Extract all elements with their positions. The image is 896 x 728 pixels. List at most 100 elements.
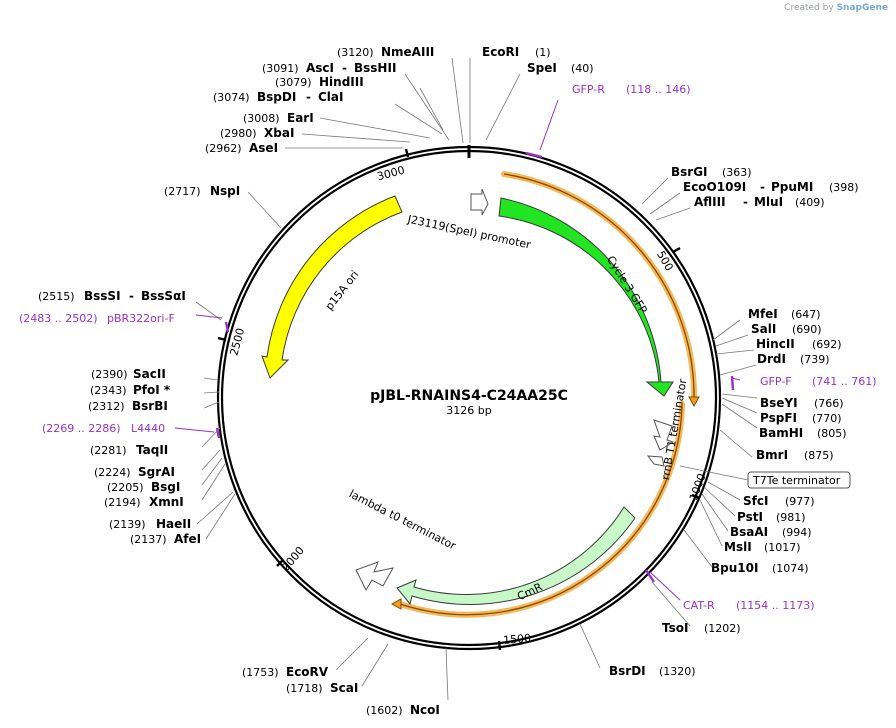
- site-taqii[interactable]: TaqII: [136, 443, 168, 457]
- site-xmni[interactable]: XmnI: [149, 495, 184, 509]
- site-ecori[interactable]: EcoRI: [482, 45, 519, 59]
- snapgene-logo: SnapGene: [836, 3, 888, 13]
- primer-gfp-r-range: (118 .. 146): [626, 83, 691, 96]
- site-sfci[interactable]: SfcI: [743, 494, 768, 508]
- site-bsgi[interactable]: BsgI: [151, 480, 180, 494]
- site-pos: (2139): [109, 518, 146, 531]
- promoter-arrow[interactable]: [470, 188, 489, 216]
- primer-gfp-r[interactable]: GFP-R: [572, 83, 605, 96]
- lambda-terminator-arrow[interactable]: [355, 561, 394, 592]
- site-asei[interactable]: AseI: [249, 141, 278, 155]
- plasmid-name: pJBL-RNAINS4-C24AA25C: [370, 388, 568, 404]
- site-pos: (3120): [337, 46, 374, 59]
- site-sgrai[interactable]: SgrAI: [138, 465, 175, 479]
- site-pos: (692): [812, 338, 842, 351]
- site-pos: (2224): [94, 466, 131, 479]
- site-bsssi[interactable]: BssSI: [84, 289, 121, 303]
- primer-marks: [215, 151, 735, 583]
- site-hincii[interactable]: HincII: [756, 337, 795, 351]
- site-bsrgi[interactable]: BsrGI: [671, 165, 708, 179]
- site-tsoi[interactable]: TsoI: [662, 621, 688, 635]
- site-pos: (2717): [164, 185, 201, 198]
- primer-gfp-f[interactable]: GFP-F: [760, 375, 792, 388]
- site-ecoo109i[interactable]: EcoO109I: [683, 180, 746, 194]
- gfp-orf-line: [503, 173, 695, 400]
- site-drdi[interactable]: DrdI: [757, 352, 786, 366]
- site-separator: -: [342, 61, 347, 75]
- site-pspfi[interactable]: PspFI: [760, 411, 797, 425]
- site-pos: (2515): [38, 290, 75, 303]
- t7te-terminator-arrow[interactable]: [646, 455, 665, 467]
- site-spei[interactable]: SpeI: [527, 61, 557, 75]
- site-sali[interactable]: SalI: [751, 322, 776, 336]
- site-mfei[interactable]: MfeI: [748, 307, 778, 321]
- site-pos: (739): [800, 353, 830, 366]
- site-sacii[interactable]: SacII: [133, 367, 166, 381]
- site-pos: (2312): [88, 400, 125, 413]
- site-pos: (2205): [107, 481, 144, 494]
- site-pos: (2194): [104, 496, 141, 509]
- site-pfoi[interactable]: PfoI *: [133, 383, 171, 397]
- site-bsrdi[interactable]: BsrDI: [609, 664, 646, 678]
- gfp-orf-arrowhead: [688, 396, 700, 408]
- rrnb-terminator-arrow[interactable]: [653, 419, 675, 451]
- site-nspi[interactable]: NspI: [210, 184, 240, 198]
- site-bsaai[interactable]: BsaAI: [730, 525, 768, 539]
- site-pos: (2137): [130, 533, 167, 546]
- cmr-feature-arrow[interactable]: [396, 506, 636, 606]
- site-ecorv[interactable]: EcoRV: [286, 665, 329, 679]
- tick-2500: [217, 336, 227, 342]
- site-haeii[interactable]: HaeII: [156, 517, 191, 531]
- site-afei[interactable]: AfeI: [174, 532, 201, 546]
- site-pos: (3091): [262, 62, 299, 75]
- site-scai[interactable]: ScaI: [330, 681, 358, 695]
- tick-3000: [404, 148, 410, 158]
- site-pos: (1202): [704, 622, 741, 635]
- site-pos: (409): [795, 196, 825, 209]
- site-pos: (690): [792, 323, 822, 336]
- site-bsssai[interactable]: BssSαI: [141, 289, 186, 303]
- site-pos: (363): [722, 166, 752, 179]
- site-pos: (1753): [242, 666, 279, 679]
- site-msli[interactable]: MslI: [724, 540, 752, 554]
- site-mlui[interactable]: MluI: [754, 195, 783, 209]
- primer-cat-r[interactable]: CAT-R: [683, 599, 715, 612]
- gfp-feature-label: Cycle 3 GFP: [604, 254, 650, 317]
- site-pos: (1602): [366, 704, 403, 717]
- site-psti[interactable]: PstI: [737, 510, 763, 524]
- p15a-ori-arrow[interactable]: [261, 195, 403, 379]
- site-ncoi[interactable]: NcoI: [410, 703, 440, 717]
- site-asci[interactable]: AscI: [306, 61, 334, 75]
- plasmid-length: 3126 bp: [446, 404, 491, 417]
- site-pos: (2390): [91, 368, 128, 381]
- gfp-feature-arrow[interactable]: [498, 197, 674, 397]
- site-bpu10i[interactable]: Bpu10I: [711, 561, 758, 575]
- primer-pbr322ori-f[interactable]: pBR322ori-F: [107, 312, 175, 325]
- tick-label-1000: 1000: [687, 472, 709, 503]
- site-clai[interactable]: ClaI: [318, 90, 343, 104]
- site-bmri[interactable]: BmrI: [756, 448, 788, 462]
- site-separator: -: [129, 289, 134, 303]
- site-nmeaiii[interactable]: NmeAIII: [381, 45, 434, 59]
- primer-leaders: [174, 99, 741, 601]
- site-bspdi[interactable]: BspDI: [257, 90, 296, 104]
- site-afliii[interactable]: AflIII: [694, 195, 726, 209]
- site-xbai[interactable]: XbaI: [264, 126, 294, 140]
- site-bamhi[interactable]: BamHI: [759, 426, 803, 440]
- site-leaders: [195, 57, 758, 701]
- site-bseyi[interactable]: BseYI: [760, 396, 798, 410]
- site-bsrbi[interactable]: BsrBI: [132, 399, 168, 413]
- site-pos: (875): [804, 449, 834, 462]
- site-pos: (3079): [275, 76, 312, 89]
- site-hindiii[interactable]: HindIII: [319, 75, 364, 89]
- site-pos: (3074): [213, 91, 250, 104]
- site-bsshii[interactable]: BssHII: [354, 61, 396, 75]
- site-eari[interactable]: EarI: [287, 111, 314, 125]
- site-pos: (977): [785, 495, 815, 508]
- site-ppumi[interactable]: PpuMI: [771, 180, 813, 194]
- primer-l4440[interactable]: L4440: [131, 422, 165, 435]
- tick-label-2000: 2000: [279, 544, 307, 574]
- site-pos: (398): [829, 181, 859, 194]
- site-separator: -: [760, 180, 765, 194]
- credit-prefix: Created by: [784, 3, 834, 13]
